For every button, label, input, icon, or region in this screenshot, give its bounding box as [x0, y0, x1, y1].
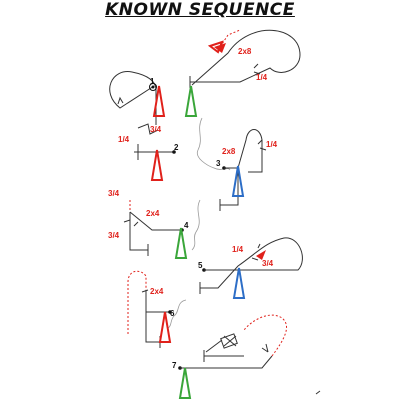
- figure-3-label-a: 2x8: [222, 147, 236, 156]
- figure-7-snap-mark: [205, 335, 237, 353]
- figure-1-label-a: 2x8: [238, 47, 252, 56]
- figure-7-line: [180, 350, 273, 369]
- figure-6-red-upline: [158, 311, 172, 343]
- figure-1-label-c: 3/4: [150, 125, 162, 134]
- figure-4-roll-mark: [123, 219, 139, 227]
- figure-1: 1 2x8 1/4 3/4 1/4: [109, 29, 301, 144]
- figure-1-green-upline: [184, 85, 198, 117]
- figure-7: 7: [172, 314, 287, 399]
- figure-4-line: [129, 211, 182, 256]
- connector-1-3: [196, 117, 231, 171]
- figure-5-roll-mark: [251, 243, 261, 261]
- figure-1-start-dot: [151, 85, 155, 89]
- figure-2-number: 2: [174, 143, 179, 152]
- figure-1-label-d: 1/4: [118, 135, 130, 144]
- figure-3: 3 2x8 1/4: [216, 129, 278, 211]
- figure-7-roll-mark: [261, 343, 269, 353]
- figure-1-roll-mark: [253, 63, 261, 75]
- figure-7-green-upline: [178, 367, 192, 399]
- figure-4-green-upline: [174, 227, 188, 259]
- connector-5-6: [167, 299, 187, 329]
- figure-3-line: [219, 129, 263, 211]
- figure-3-number: 3: [216, 159, 221, 168]
- figure-1-loop: [109, 71, 157, 125]
- figure-1-label-b: 1/4: [256, 73, 268, 82]
- corner-tick-mark: [315, 390, 321, 395]
- figure-6: 6 2x4: [127, 270, 175, 348]
- figure-5: 5 1/4 3/4: [198, 237, 303, 299]
- sequence-title: KNOWN SEQUENCE: [105, 0, 295, 20]
- figure-6-dot: [168, 310, 172, 314]
- figure-5-label-a: 1/4: [232, 245, 244, 254]
- figure-4-label-a: 3/4: [108, 189, 120, 198]
- figure-5-blue-upline: [232, 267, 246, 299]
- figure-5-line: [199, 237, 303, 294]
- figure-1-roll-arrow: [117, 96, 124, 105]
- figure-3-roll-mark: [257, 139, 267, 151]
- figure-2-line: [134, 144, 174, 160]
- connector-3-4: [191, 199, 201, 251]
- figure-6-roll-mark: [141, 289, 149, 293]
- figure-5-label-b: 3/4: [262, 259, 274, 268]
- figure-7-number: 7: [172, 361, 177, 370]
- figure-1-roll-spike: [137, 123, 159, 135]
- figure-6-number: 6: [170, 309, 175, 318]
- figure-3-label-b: 1/4: [266, 140, 278, 149]
- figure-1-red-upline: [152, 85, 166, 117]
- figure-1-number: 1: [150, 77, 155, 86]
- figure-4-number: 4: [184, 221, 189, 230]
- figure-4: 4 3/4 2x4 3/4: [108, 189, 189, 259]
- figure-6-dashed-line: [127, 270, 147, 334]
- figure-1-top-line: [189, 29, 301, 88]
- figure-4-label-c: 3/4: [108, 231, 120, 240]
- figure-4-label-b: 2x4: [146, 209, 160, 218]
- figure-6-label-a: 2x4: [150, 287, 164, 296]
- figure-2-dot: [172, 150, 176, 154]
- figure-1-start-circle: [149, 83, 157, 91]
- figure-2: 2: [134, 143, 179, 181]
- figure-1-red-flag-2: [214, 43, 226, 53]
- figure-7-snap-box: [220, 333, 238, 349]
- figure-5-number: 5: [198, 261, 203, 270]
- figure-7-dashed-line: [243, 314, 287, 357]
- figure-2-red-upline: [150, 149, 164, 181]
- figure-5-red-flag: [256, 250, 266, 260]
- figure-3-blue-upline: [231, 165, 245, 197]
